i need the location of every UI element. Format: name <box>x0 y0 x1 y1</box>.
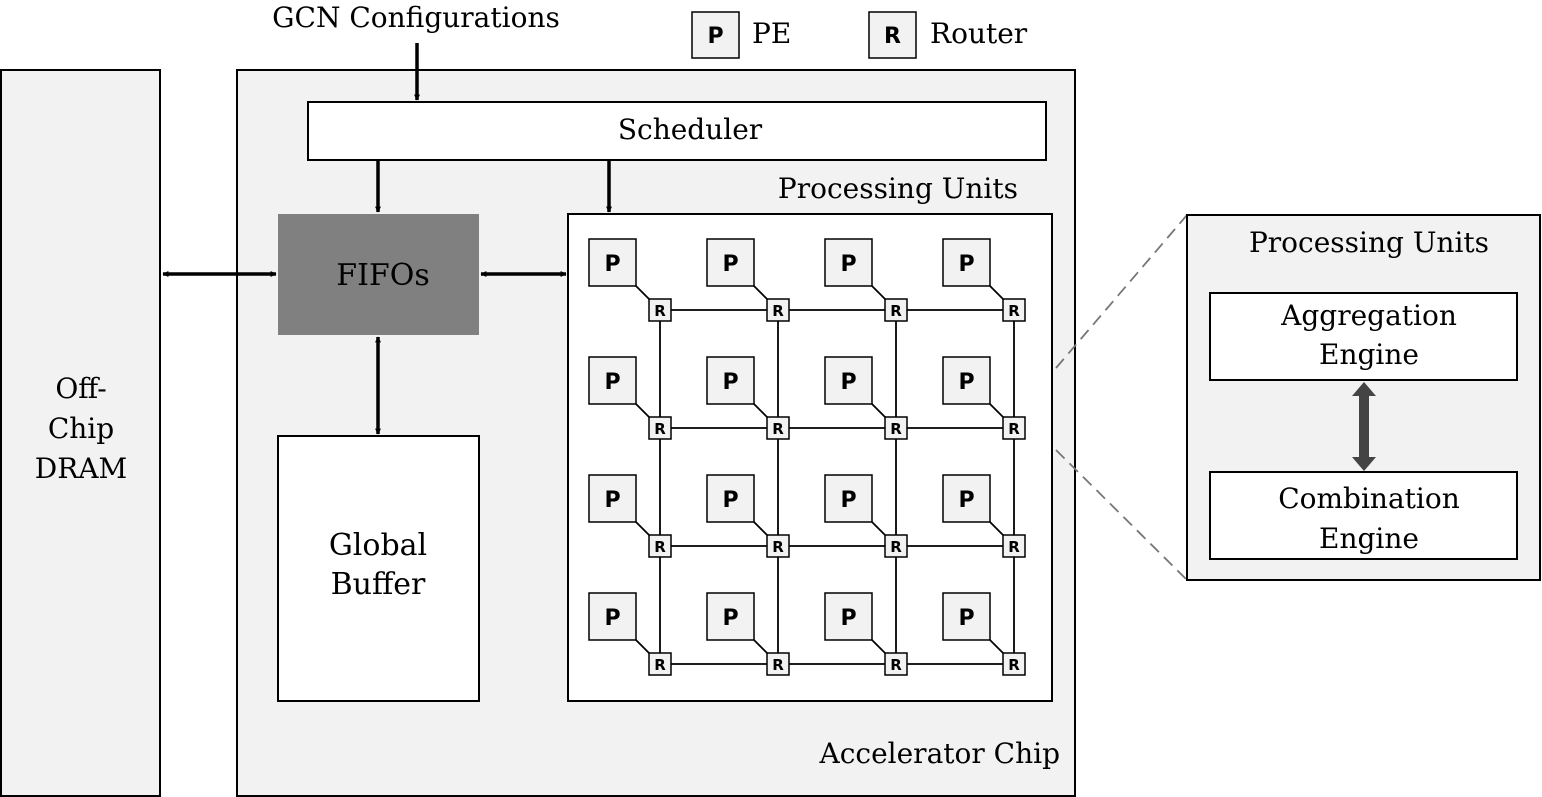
fifos-block <box>278 214 479 335</box>
router-symbol: R <box>654 420 666 438</box>
pe-box <box>824 474 873 523</box>
pe-symbol: P <box>604 370 620 395</box>
scheduler-label: Scheduler <box>618 113 763 146</box>
pe-symbol: P <box>722 370 738 395</box>
engine-link-arrow <box>1352 382 1376 471</box>
router-symbol: R <box>1008 302 1020 320</box>
router-symbol: R <box>654 656 666 674</box>
router-box <box>648 534 672 558</box>
router-box <box>1002 652 1026 676</box>
gcn-configurations-label: GCN Configurations <box>272 1 560 34</box>
pe-router-mesh: P R P R P R P R P R P R P R P R P R P R P R P R P R P R P R P R <box>588 238 1026 676</box>
router-box <box>884 416 908 440</box>
pe-box <box>588 592 637 641</box>
global-buffer-block <box>277 435 480 702</box>
legend-router-label: Router <box>930 17 1028 50</box>
combination-engine-label-2: Engine <box>1319 522 1419 555</box>
legend-pe-label: PE <box>752 17 791 50</box>
pe-box <box>942 592 991 641</box>
global-buffer-label-2: Buffer <box>331 567 426 602</box>
router-box <box>884 652 908 676</box>
fifos-label: FIFOs <box>336 258 429 293</box>
pe-box <box>706 474 755 523</box>
router-box <box>648 652 672 676</box>
pe-symbol: P <box>604 252 620 277</box>
pe-symbol: P <box>722 252 738 277</box>
router-box <box>884 298 908 322</box>
pe-symbol: P <box>840 488 856 513</box>
router-symbol: R <box>890 538 902 556</box>
combination-engine-block <box>1209 471 1518 560</box>
legend-router-symbol: R <box>884 24 901 49</box>
pe-symbol: P <box>958 252 974 277</box>
pe-box <box>588 356 637 405</box>
pe-symbol: P <box>840 370 856 395</box>
pe-symbol: P <box>958 488 974 513</box>
pe-box <box>706 592 755 641</box>
offchip-dram-label-3: DRAM <box>35 452 127 485</box>
zoom-line-bottom <box>1055 449 1188 581</box>
legend-router-box <box>868 11 917 59</box>
router-box <box>648 416 672 440</box>
router-box <box>1002 416 1026 440</box>
pe-symbol: P <box>604 488 620 513</box>
processing-units-label: Processing Units <box>778 172 1018 205</box>
router-symbol: R <box>772 420 784 438</box>
pu-detail-title: Processing Units <box>1249 226 1489 259</box>
router-box <box>648 298 672 322</box>
router-symbol: R <box>890 656 902 674</box>
pe-symbol: P <box>840 252 856 277</box>
pe-box <box>706 238 755 287</box>
router-box <box>766 416 790 440</box>
pe-symbol: P <box>958 606 974 631</box>
accelerator-chip-label: Accelerator Chip <box>819 737 1061 770</box>
zoom-line-top <box>1055 214 1188 369</box>
router-symbol: R <box>654 302 666 320</box>
offchip-dram-label-2: Chip <box>48 412 114 445</box>
router-symbol: R <box>654 538 666 556</box>
router-box <box>766 534 790 558</box>
scheduler-block <box>307 101 1047 161</box>
pe-box <box>588 474 637 523</box>
offchip-dram-label-1: Off- <box>55 372 106 405</box>
router-box <box>766 652 790 676</box>
router-symbol: R <box>890 420 902 438</box>
pe-box <box>706 356 755 405</box>
pe-symbol: P <box>958 370 974 395</box>
aggregation-engine-label-2: Engine <box>1319 338 1419 371</box>
pe-box <box>824 238 873 287</box>
router-symbol: R <box>1008 656 1020 674</box>
router-symbol: R <box>1008 538 1020 556</box>
pe-box <box>824 592 873 641</box>
router-symbol: R <box>772 538 784 556</box>
router-symbol: R <box>772 656 784 674</box>
legend-pe-box <box>691 11 740 59</box>
aggregation-engine-label-1: Aggregation <box>1280 299 1457 332</box>
pe-box <box>588 238 637 287</box>
router-box <box>766 298 790 322</box>
pe-box <box>942 474 991 523</box>
router-symbol: R <box>890 302 902 320</box>
legend-pe-symbol: P <box>707 24 723 49</box>
router-box <box>1002 298 1026 322</box>
pe-box <box>942 356 991 405</box>
combination-engine-label-1: Combination <box>1278 482 1460 515</box>
pe-symbol: P <box>604 606 620 631</box>
router-symbol: R <box>1008 420 1020 438</box>
router-box <box>884 534 908 558</box>
offchip-dram-block <box>0 69 161 797</box>
router-box <box>1002 534 1026 558</box>
aggregation-engine-block <box>1209 292 1518 381</box>
global-buffer-label-1: Global <box>329 528 427 563</box>
pe-symbol: P <box>722 488 738 513</box>
pe-box <box>942 238 991 287</box>
pe-symbol: P <box>722 606 738 631</box>
pe-symbol: P <box>840 606 856 631</box>
router-symbol: R <box>772 302 784 320</box>
pe-box <box>824 356 873 405</box>
